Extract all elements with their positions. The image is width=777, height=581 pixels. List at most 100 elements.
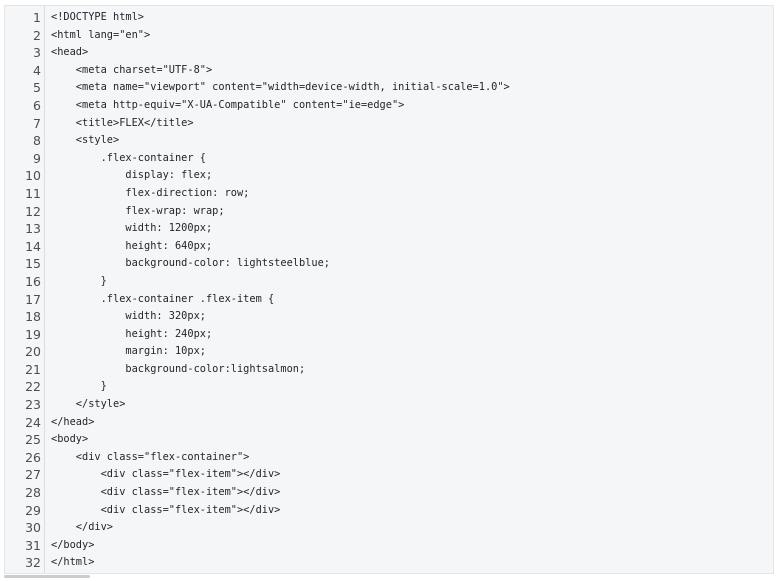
code-text[interactable]: <title>FLEX</title> bbox=[51, 116, 194, 129]
code-line: 28 <div class="flex-item"></div> bbox=[5, 484, 773, 502]
horizontal-scrollbar[interactable] bbox=[4, 575, 90, 578]
code-text[interactable]: <meta http-equiv="X-UA-Compatible" conte… bbox=[51, 98, 405, 111]
line-number: 21 bbox=[25, 361, 41, 377]
code-text[interactable]: <div class="flex-container"> bbox=[51, 450, 250, 463]
line-number: 26 bbox=[25, 449, 41, 465]
code-text[interactable]: <meta name="viewport" content="width=dev… bbox=[51, 81, 510, 94]
code-text[interactable]: <div class="flex-item"></div> bbox=[51, 503, 281, 516]
code-text[interactable]: <html lang="en"> bbox=[51, 28, 151, 41]
code-line: 17 .flex-container .flex-item { bbox=[5, 291, 773, 309]
code-line: 16 } bbox=[5, 273, 773, 291]
line-number: 16 bbox=[25, 273, 41, 289]
line-number: 10 bbox=[25, 168, 41, 184]
code-line: 3 <head> bbox=[5, 44, 773, 62]
code-line: 29 <div class="flex-item"></div> bbox=[5, 502, 773, 520]
code-line: 2 <html lang="en"> bbox=[5, 27, 773, 45]
code-line: 9 .flex-container { bbox=[5, 150, 773, 168]
code-line: 32 </html> bbox=[5, 554, 773, 572]
code-line: 22 } bbox=[5, 378, 773, 396]
line-number: 17 bbox=[25, 291, 41, 307]
line-number: 7 bbox=[33, 115, 41, 131]
code-text[interactable]: .flex-container .flex-item { bbox=[51, 292, 275, 305]
line-number: 5 bbox=[33, 80, 41, 96]
code-line: 8 <style> bbox=[5, 132, 773, 150]
code-text[interactable]: <div class="flex-item"></div> bbox=[51, 468, 281, 481]
line-number: 23 bbox=[25, 397, 41, 413]
code-text[interactable]: height: 240px; bbox=[51, 327, 213, 340]
code-text[interactable]: height: 640px; bbox=[51, 239, 213, 252]
code-text[interactable]: margin: 10px; bbox=[51, 345, 206, 358]
line-number: 30 bbox=[25, 520, 41, 536]
code-text[interactable]: <meta charset="UTF-8"> bbox=[51, 63, 213, 76]
code-line: 21 background-color:lightsalmon; bbox=[5, 361, 773, 379]
code-text[interactable]: background-color:lightsalmon; bbox=[51, 362, 306, 375]
code-text[interactable]: display: flex; bbox=[51, 169, 213, 182]
code-text[interactable]: </body> bbox=[51, 538, 95, 551]
line-number: 14 bbox=[25, 238, 41, 254]
line-number: 29 bbox=[25, 502, 41, 518]
code-text[interactable]: <style> bbox=[51, 134, 120, 147]
code-text[interactable]: flex-direction: row; bbox=[51, 186, 250, 199]
code-text[interactable]: </div> bbox=[51, 521, 113, 534]
code-line: 12 flex-wrap: wrap; bbox=[5, 203, 773, 221]
line-number: 12 bbox=[25, 203, 41, 219]
line-number: 22 bbox=[25, 379, 41, 395]
line-number: 9 bbox=[33, 150, 41, 166]
line-number: 13 bbox=[25, 221, 41, 237]
line-number: 32 bbox=[25, 555, 41, 571]
line-number: 31 bbox=[25, 537, 41, 553]
code-text[interactable]: } bbox=[51, 274, 107, 287]
code-line: 13 width: 1200px; bbox=[5, 220, 773, 238]
line-number: 28 bbox=[25, 485, 41, 501]
code-text[interactable]: </style> bbox=[51, 398, 126, 411]
code-text[interactable]: } bbox=[51, 380, 107, 393]
code-line: 23 </style> bbox=[5, 396, 773, 414]
code-text[interactable]: <head> bbox=[51, 46, 89, 59]
line-number: 24 bbox=[25, 414, 41, 430]
line-number: 20 bbox=[25, 344, 41, 360]
code-line: 7 <title>FLEX</title> bbox=[5, 115, 773, 133]
code-line: 30 </div> bbox=[5, 519, 773, 537]
code-viewer[interactable]: 1 <!DOCTYPE html> 2 <html lang="en"> 3 <hea… bbox=[4, 5, 774, 574]
code-line: 25 <body> bbox=[5, 431, 773, 449]
code-text[interactable]: </head> bbox=[51, 415, 95, 428]
line-number: 15 bbox=[25, 256, 41, 272]
code-text[interactable]: background-color: lightsteelblue; bbox=[51, 257, 330, 270]
code-line: 31 </body> bbox=[5, 537, 773, 555]
line-number: 27 bbox=[25, 467, 41, 483]
line-number: 8 bbox=[33, 133, 41, 149]
code-text[interactable]: flex-wrap: wrap; bbox=[51, 204, 225, 217]
code-lines: 1 <!DOCTYPE html> 2 <html lang="en"> 3 <hea… bbox=[5, 9, 773, 572]
line-number: 1 bbox=[33, 10, 41, 25]
code-line: 1 <!DOCTYPE html> bbox=[5, 9, 773, 27]
code-line: 20 margin: 10px; bbox=[5, 343, 773, 361]
code-line: 15 background-color: lightsteelblue; bbox=[5, 255, 773, 273]
code-text[interactable]: </html> bbox=[51, 556, 95, 569]
line-number-gutter bbox=[5, 6, 45, 573]
code-line: 18 width: 320px; bbox=[5, 308, 773, 326]
code-text[interactable]: <div class="flex-item"></div> bbox=[51, 486, 281, 499]
line-number: 4 bbox=[33, 62, 41, 78]
code-text[interactable]: <body> bbox=[51, 433, 89, 446]
code-line: 26 <div class="flex-container"> bbox=[5, 449, 773, 467]
line-number: 2 bbox=[33, 27, 41, 43]
code-line: 5 <meta name="viewport" content="width=d… bbox=[5, 79, 773, 97]
code-line: 19 height: 240px; bbox=[5, 326, 773, 344]
code-line: 24 </head> bbox=[5, 414, 773, 432]
code-line: 11 flex-direction: row; bbox=[5, 185, 773, 203]
code-line: 14 height: 640px; bbox=[5, 238, 773, 256]
code-text[interactable]: .flex-container { bbox=[51, 151, 206, 164]
line-number: 3 bbox=[33, 45, 41, 61]
line-number: 6 bbox=[33, 97, 41, 113]
code-line: 10 display: flex; bbox=[5, 167, 773, 185]
line-number: 25 bbox=[25, 432, 41, 448]
line-number: 19 bbox=[25, 326, 41, 342]
code-text[interactable]: <!DOCTYPE html> bbox=[51, 11, 144, 23]
code-text[interactable]: width: 320px; bbox=[51, 310, 206, 323]
code-line: 27 <div class="flex-item"></div> bbox=[5, 466, 773, 484]
code-line: 4 <meta charset="UTF-8"> bbox=[5, 62, 773, 80]
line-number: 11 bbox=[25, 185, 41, 201]
line-number: 18 bbox=[25, 309, 41, 325]
code-text[interactable]: width: 1200px; bbox=[51, 222, 213, 235]
code-line: 6 <meta http-equiv="X-UA-Compatible" con… bbox=[5, 97, 773, 115]
